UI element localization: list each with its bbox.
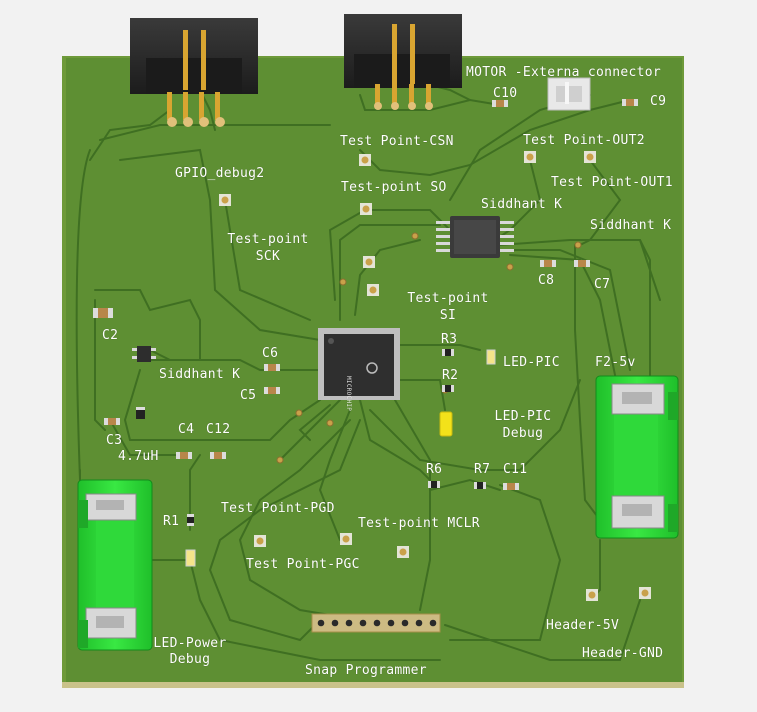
label-led-pic: LED-PIC [503, 355, 560, 370]
smd-capacitors [93, 99, 638, 490]
label-siddhant-k-left: Siddhant K [159, 367, 241, 382]
label-siddhant-k-right: Siddhant K [590, 218, 672, 233]
label-c10: C10 [493, 86, 518, 101]
motor-driver-ic [436, 216, 514, 258]
label-r2: R2 [442, 368, 459, 383]
led-pic-debug [439, 411, 453, 437]
label-c7: C7 [594, 277, 611, 292]
label-inductor-4-7uh: 4.7uH [118, 449, 159, 464]
label-c2: C2 [102, 328, 119, 343]
label-test-point-csn: Test Point-CSN [340, 134, 454, 149]
motor-connector [547, 77, 591, 111]
label-snap-programmer: Snap Programmer [305, 663, 427, 678]
header-right-2x4 [344, 14, 462, 110]
label-test-point-pgd: Test Point-PGD [221, 501, 335, 516]
label-test-point-sck-line2: SCK [255, 249, 281, 264]
label-led-power-line1: LED-Power [153, 636, 227, 651]
label-r3: R3 [441, 332, 458, 347]
label-test-point-pgc: Test Point-PGC [246, 557, 360, 572]
regulator-ic [132, 346, 156, 362]
header-left-2x4 [130, 18, 258, 127]
label-test-point-out1: Test Point-OUT1 [551, 175, 673, 190]
label-led-power-line2: Debug [169, 652, 211, 667]
label-led-pic-debug-line2: Debug [502, 426, 544, 441]
label-c12: C12 [206, 422, 231, 437]
label-r6: R6 [426, 462, 443, 477]
led-power [185, 549, 196, 567]
label-c6: C6 [262, 346, 279, 361]
label-led-pic-debug-line1: LED-PIC [494, 409, 552, 424]
f2-5v-holder [595, 375, 679, 539]
label-c8: C8 [538, 273, 555, 288]
test-point-pads [219, 151, 651, 601]
label-test-point-sck-line1: Test-point [227, 232, 309, 247]
mcu-marking: MICROCHIP [345, 376, 352, 412]
label-siddhant-k-top: Siddhant K [481, 197, 563, 212]
label-c5: C5 [240, 388, 257, 403]
label-test-point-mclr: Test-point MCLR [358, 516, 480, 531]
smd-resistors [136, 349, 486, 526]
label-f2-5v: F2-5v [595, 355, 636, 370]
label-gpio-debug2: GPIO_debug2 [175, 166, 265, 181]
label-test-point-si-line1: Test-point [407, 291, 489, 306]
label-motor-connector: MOTOR -Externa connector [466, 65, 662, 80]
label-c9: C9 [650, 94, 667, 109]
microcontroller [318, 328, 400, 400]
label-r7: R7 [474, 462, 491, 477]
label-test-point-so: Test-point SO [341, 180, 447, 195]
label-c11: C11 [503, 462, 528, 477]
label-header-gnd: Header-GND [582, 646, 664, 661]
pcb-board-side [62, 682, 684, 688]
label-c3: C3 [106, 433, 123, 448]
label-test-point-out2: Test Point-OUT2 [523, 133, 645, 148]
led-power-holder [77, 479, 153, 651]
label-test-point-si-line2: SI [439, 308, 457, 323]
label-header-5v: Header-5V [546, 618, 620, 633]
vias [186, 232, 582, 559]
label-c4: C4 [178, 422, 195, 437]
led-pic [486, 349, 496, 365]
snap-programmer-header [311, 613, 441, 633]
label-r1: R1 [163, 514, 180, 529]
